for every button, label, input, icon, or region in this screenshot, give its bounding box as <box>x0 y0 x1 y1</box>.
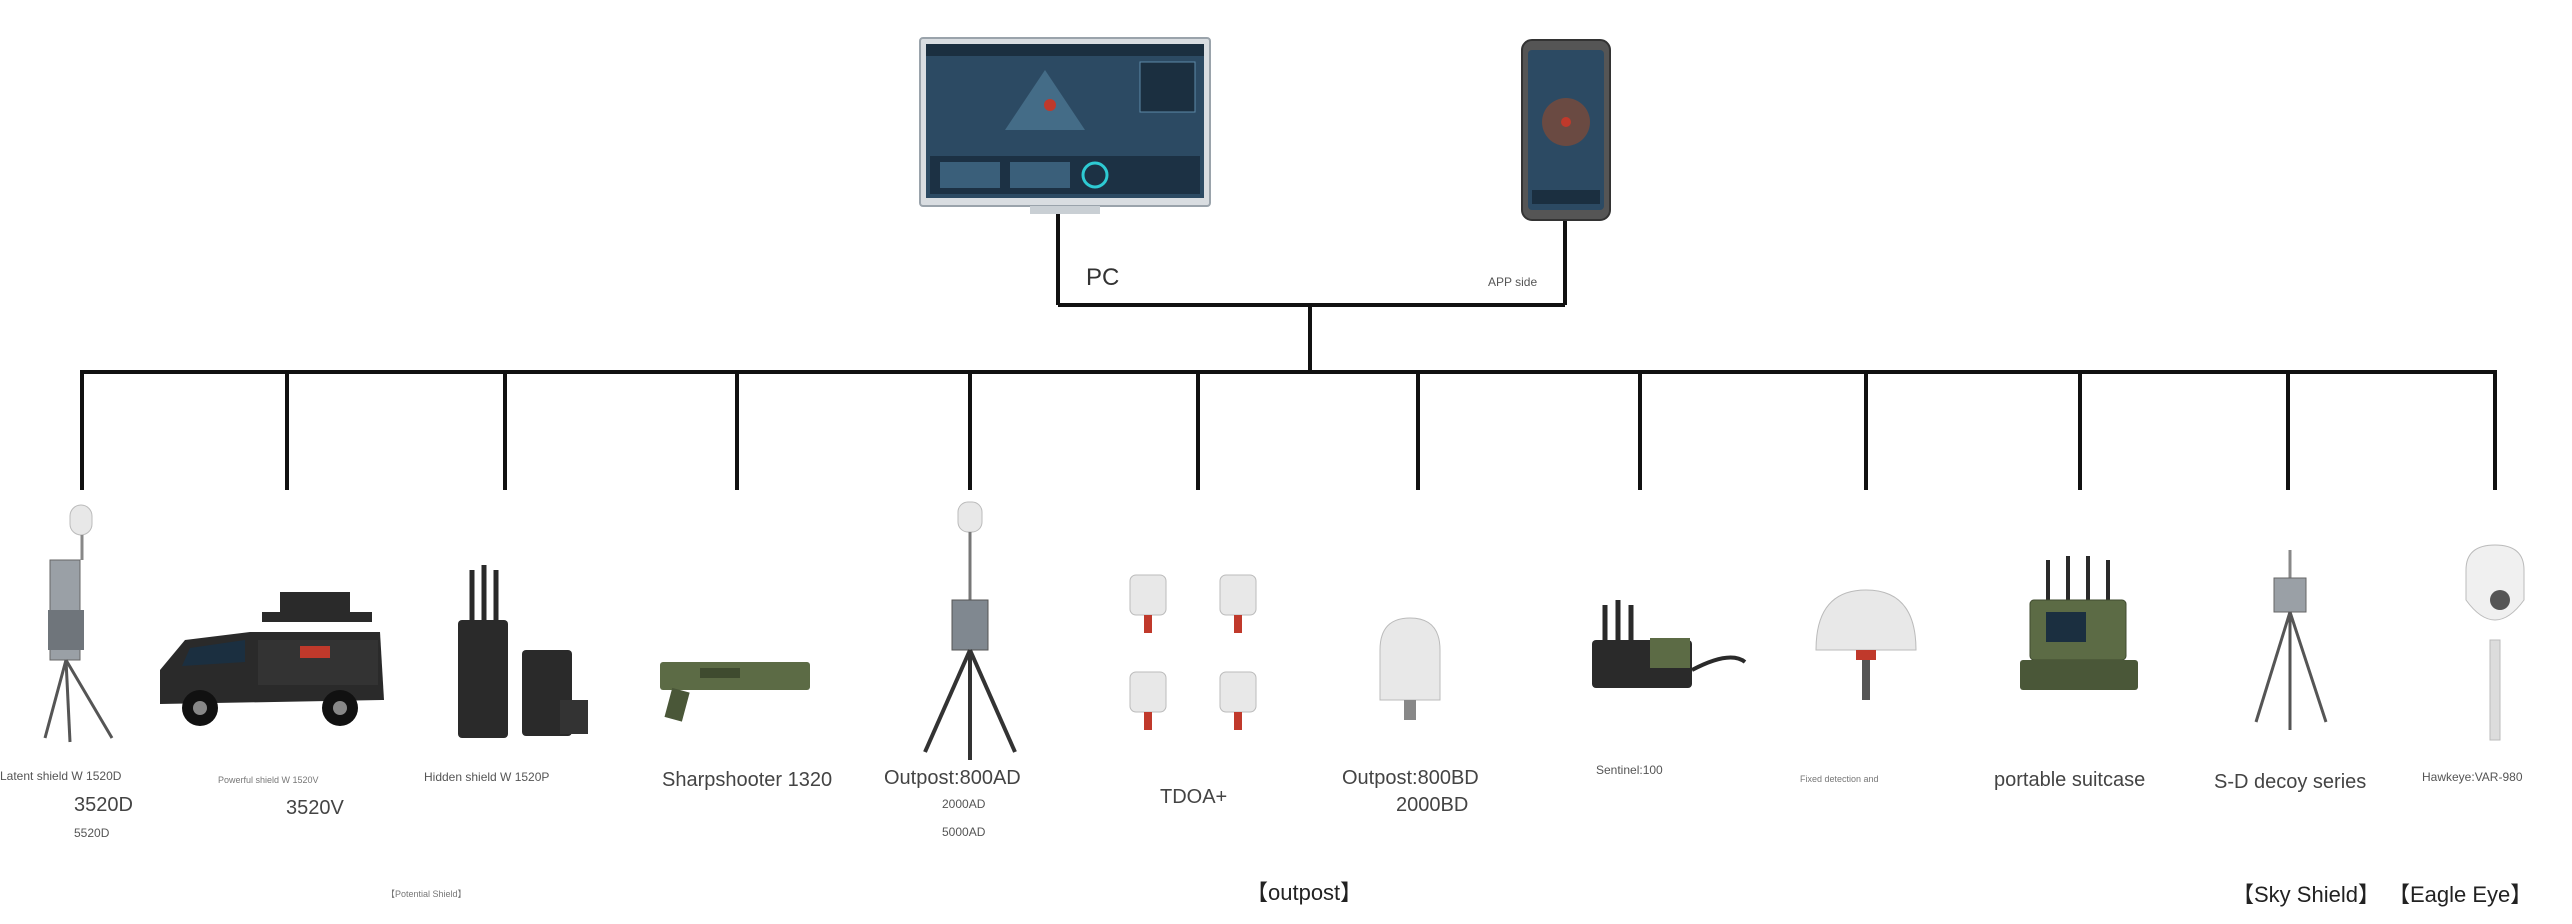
device-hidden-shield-image <box>458 565 588 738</box>
device-sub-5a: 2000AD <box>942 797 986 811</box>
device-label-4: Sharpshooter 1320 <box>662 769 833 791</box>
device-sub-7a: 2000BD <box>1396 794 1469 816</box>
device-label-3: Hidden shield W 1520P <box>424 770 550 784</box>
app-side-label: APP side <box>1488 275 1538 289</box>
device-sharpshooter-image <box>660 662 810 722</box>
device-latent-shield-image <box>43 504 114 743</box>
group-potential-shield-label: 【Potential Shield】 <box>386 889 467 899</box>
device-fixed-detection-image <box>1815 589 1917 700</box>
device-label-7: Outpost:800BD <box>1342 767 1479 789</box>
device-decoy-image <box>2254 550 2328 730</box>
device-label-6: TDOA+ <box>1160 786 1228 808</box>
device-label-10: portable suitcase <box>1994 769 2146 791</box>
group-eagle-eye-label: 【Eagle Eye】 <box>2388 882 2533 907</box>
device-sub-1a: 3520D <box>74 794 133 816</box>
device-outpost-ad-image <box>923 501 1017 760</box>
group-outpost-label: 【outpost】 <box>1246 880 1363 905</box>
device-tdoa-image <box>1129 574 1257 730</box>
device-vehicle-image <box>160 592 384 726</box>
device-sub-5b: 5000AD <box>942 825 986 839</box>
device-sub-2a: 3520V <box>286 797 344 819</box>
device-outpost-bd-image <box>1379 617 1441 720</box>
pc-label: PC <box>1086 264 1120 291</box>
device-label-9: Fixed detection and <box>1800 774 1879 784</box>
device-sentinel-image <box>1592 600 1747 688</box>
device-label-11: S-D decoy series <box>2214 771 2367 793</box>
device-portable-suitcase-image <box>2020 556 2138 690</box>
group-sky-shield-label: 【Sky Shield】 <box>2232 882 2380 907</box>
device-hawkeye-image <box>2465 544 2525 741</box>
device-label-8: Sentinel:100 <box>1596 763 1663 777</box>
device-label-2: Powerful shield W 1520V <box>218 775 319 785</box>
device-label-1: Latent shield W 1520D <box>0 769 122 783</box>
device-label-5: Outpost:800AD <box>884 767 1021 789</box>
device-sub-1b: 5520D <box>74 826 110 840</box>
device-label-12: Hawkeye:VAR-980 <box>2422 770 2523 784</box>
